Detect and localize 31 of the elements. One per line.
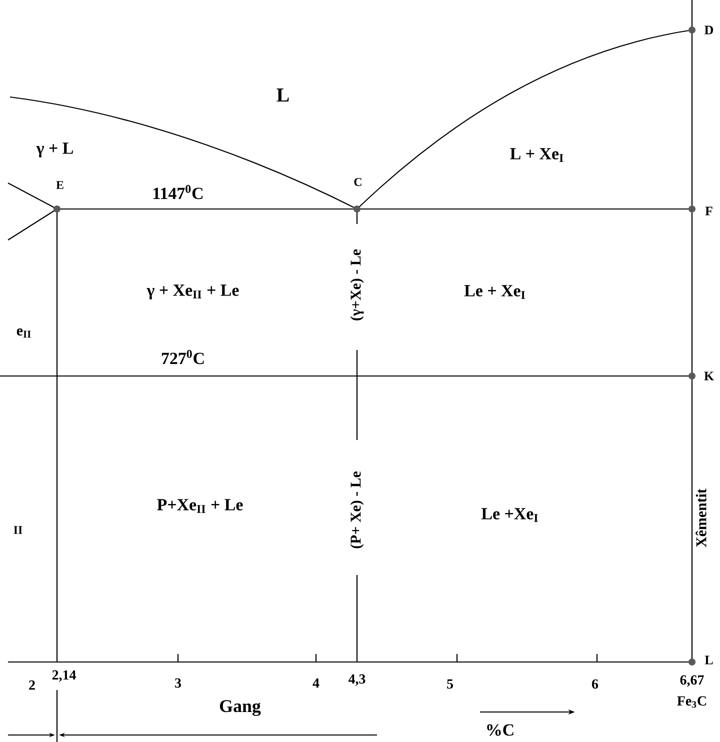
point-label: C: [354, 178, 362, 186]
point-label: E: [56, 181, 64, 189]
point-label: F: [705, 206, 712, 216]
tick-label: 5: [447, 679, 453, 689]
compound-label: Fe$_{3}$C: [677, 696, 706, 708]
region-label: L + Xe$_{I}$: [510, 148, 564, 162]
tick-label: 4: [312, 678, 320, 688]
tick-label: 6: [592, 679, 598, 689]
point-label: K: [704, 372, 714, 380]
axis-label: %C: [487, 724, 514, 736]
region-label: P+Xe$_{II}$ + Le: [157, 499, 243, 513]
point-label: L: [704, 656, 713, 664]
tick-label: 4,3: [348, 674, 366, 686]
tick-label: 6,67: [680, 675, 704, 687]
temperature-label: 1147$^{0}$C: [154, 184, 202, 200]
region-label: γ + Xe$_{II}$ + Le: [146, 284, 239, 300]
region-label: II: [14, 526, 22, 534]
tick-label: 2: [29, 680, 35, 690]
region-label: (γ+Xe) - Le: [350, 249, 364, 320]
phase-line-label: Xêmentit: [696, 488, 706, 548]
region-label: Le +Xe$_{I}$: [482, 508, 538, 522]
axis-label: Gang: [220, 700, 261, 716]
tick-label: 3: [175, 678, 181, 688]
region-label: L: [276, 88, 289, 102]
region-label: γ + L: [36, 142, 73, 158]
region-label: (P+ Xe) - Le: [350, 471, 364, 548]
point-label: D: [704, 26, 714, 34]
tick-label: 2,14: [52, 670, 76, 682]
temperature-label: 727$^{0}$C: [162, 350, 204, 364]
region-label: Le + Xe$_{I}$: [464, 285, 525, 299]
region-label: e$_{II}$: [16, 328, 31, 338]
